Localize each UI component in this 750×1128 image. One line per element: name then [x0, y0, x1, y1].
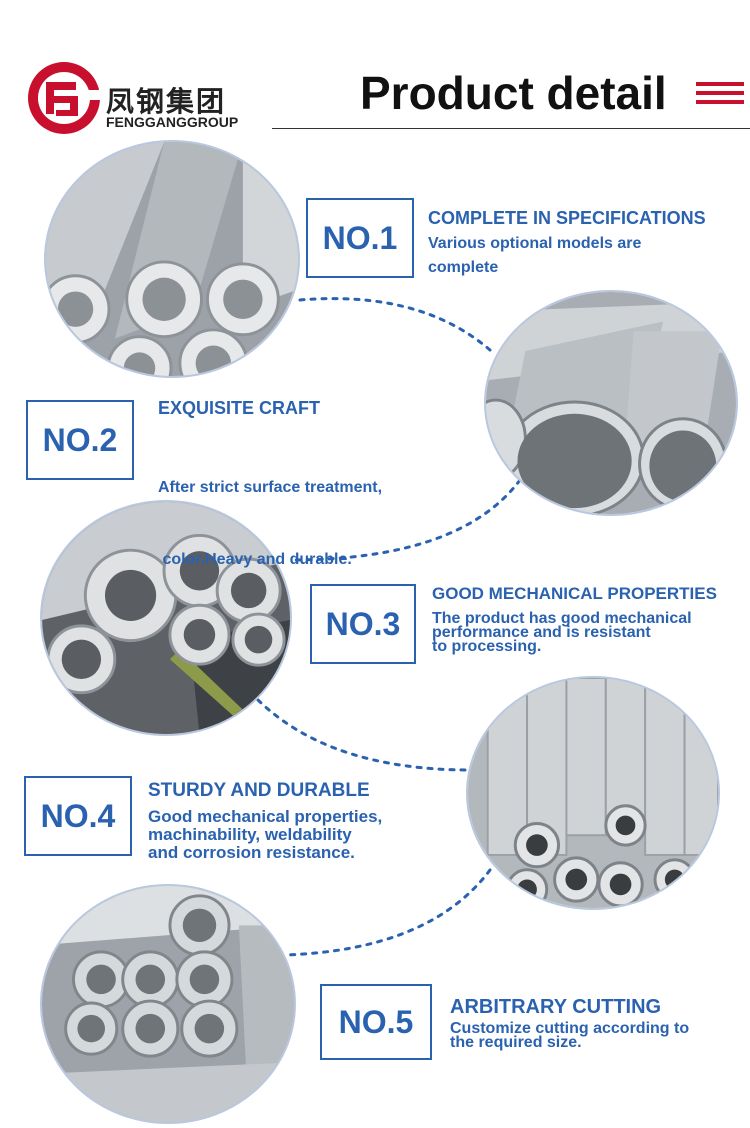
feature-description-5: Customize cutting according to the requi…: [450, 1020, 740, 1051]
pipe-photo-2: [484, 290, 738, 516]
page-title: Product detail: [360, 67, 667, 119]
feature-line: color.Heavy and durable.: [158, 551, 352, 568]
number-label: NO.1: [322, 219, 398, 256]
company-logo-icon: [26, 60, 102, 136]
feature-heading-4: STURDY AND DURABLE: [148, 780, 370, 801]
feature-line: and corrosion resistance.: [148, 843, 355, 862]
number-box-1: NO.1: [306, 198, 414, 278]
feature-line: complete: [428, 259, 499, 276]
number-label: NO.3: [325, 605, 401, 642]
feature-line: performance and is resistant: [432, 624, 651, 641]
header-divider: [272, 128, 750, 129]
feature-description-2: After strict surface treatment, color.He…: [158, 428, 458, 596]
feature-line: The product has good mechanical: [432, 610, 692, 627]
feature-description-3: The product has good mechanical performa…: [432, 610, 746, 655]
feature-heading-2: EXQUISITE CRAFT: [158, 398, 321, 418]
number-box-5: NO.5: [320, 984, 432, 1060]
feature-line: After strict surface treatment,: [158, 479, 383, 496]
title-stripes-icon: [696, 82, 744, 106]
number-label: NO.2: [42, 421, 118, 458]
feature-description-4: Good mechanical properties, machinabilit…: [148, 808, 448, 862]
feature-heading-3: GOOD MECHANICAL PROPERTIES: [432, 584, 717, 603]
feature-line: Customize cutting according to: [450, 1020, 690, 1037]
feature-line: Various optional models are: [428, 235, 642, 252]
number-box-4: NO.4: [24, 776, 132, 856]
feature-line: to processing.: [432, 638, 542, 655]
feature-heading-1: COMPLETE IN SPECIFICATIONS: [428, 208, 706, 228]
feature-line: Good mechanical properties,: [148, 807, 383, 826]
logo-english-text: FENGGANGGROUP: [106, 114, 239, 130]
feature-line: the required size.: [450, 1034, 582, 1051]
feature-heading-5: ARBITRARY CUTTING: [450, 996, 662, 1018]
number-label: NO.4: [40, 797, 116, 834]
logo-chinese-text: 凤钢集团: [106, 85, 227, 118]
pipe-photo-3: [40, 500, 292, 736]
feature-line: machinability, weldability: [148, 825, 352, 844]
number-box-3: NO.3: [310, 584, 416, 664]
pipe-photo-4: [466, 676, 720, 910]
pipe-photo-5: [40, 884, 296, 1124]
number-label: NO.5: [338, 1003, 414, 1040]
feature-description-1: Various optional models are complete: [428, 232, 738, 280]
number-box-2: NO.2: [26, 400, 134, 480]
pipe-photo-1: [44, 140, 300, 378]
